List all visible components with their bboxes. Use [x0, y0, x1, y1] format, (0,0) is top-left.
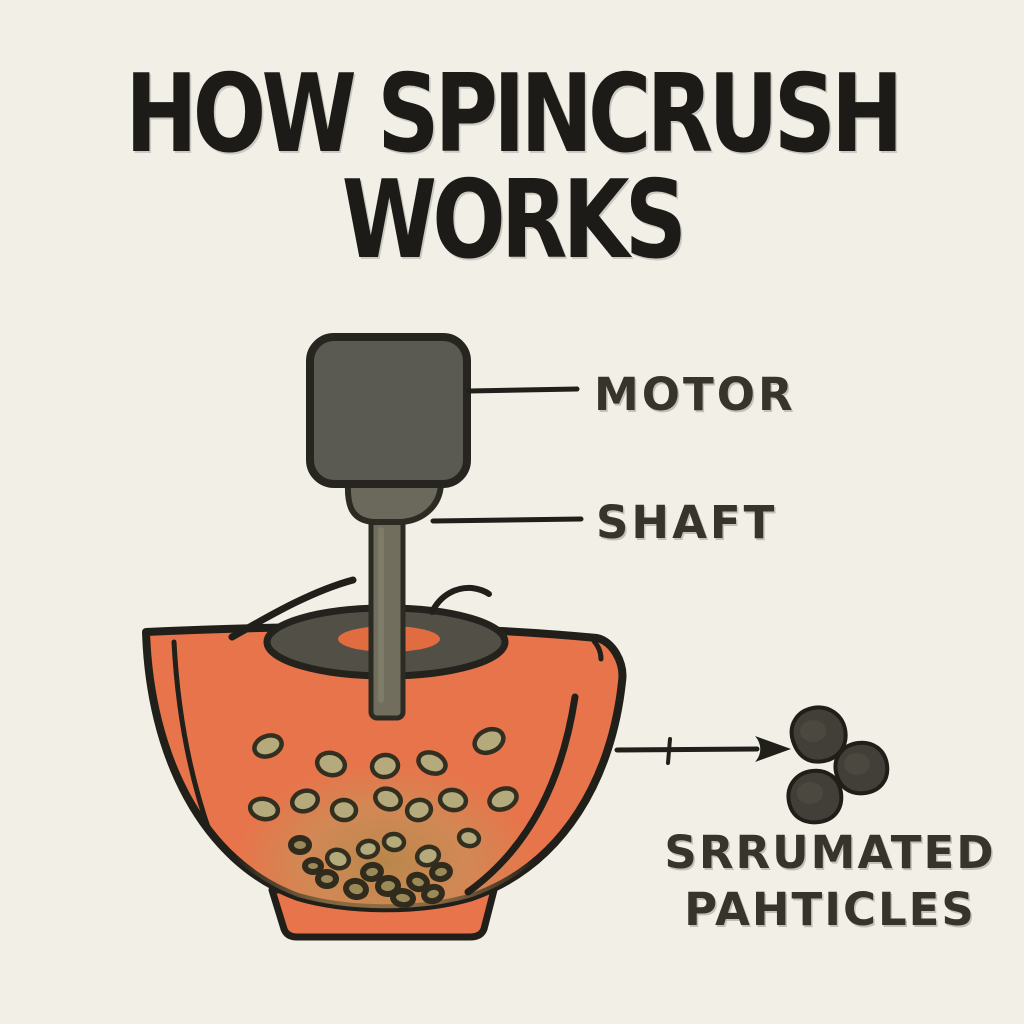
motor-collar	[344, 479, 444, 525]
page-title: HOW SPINCRUSH WORKS	[102, 52, 921, 283]
bowl-inner-rim-right	[464, 693, 579, 896]
spin-line-left	[228, 576, 357, 641]
crushed-particle-highlight	[844, 753, 870, 775]
output-label-line2: PAHTICLES	[684, 883, 976, 936]
output-label: SRRUMATED PAHTICLES	[650, 824, 1010, 938]
flow-arrow-tick	[666, 737, 672, 765]
shaft-label: SHAFT	[596, 496, 778, 549]
motor-leader-line	[466, 386, 580, 394]
crushed-particle	[789, 705, 848, 764]
crushed-particle	[833, 740, 890, 796]
bowl-rim-corner-tick	[591, 638, 604, 662]
seed-particle	[252, 733, 284, 759]
seed-particle	[288, 835, 312, 855]
seed-particle	[472, 726, 506, 756]
crushed-particle-highlight	[797, 782, 823, 804]
seed-particle	[355, 838, 381, 860]
page-title-line1: HOW SPINCRUSH	[125, 52, 903, 177]
flow-arrow-line	[614, 746, 760, 753]
shaft-leader-line	[430, 516, 584, 524]
seed-particle	[437, 787, 469, 813]
seed-particle	[373, 786, 403, 812]
seed-particle	[416, 750, 448, 776]
seed-particle	[381, 831, 407, 853]
seed-particle	[375, 874, 401, 898]
seed-particle	[406, 871, 430, 893]
seed-particle	[414, 844, 442, 868]
seed-particles	[247, 726, 519, 909]
crushed-particle	[786, 768, 844, 825]
seed-particle	[324, 847, 352, 871]
page-title-line2: WORKS	[341, 158, 687, 283]
seed-particle	[314, 750, 348, 778]
flow-arrow	[614, 736, 791, 765]
seed-particle	[421, 883, 445, 905]
output-label-line1: SRRUMATED	[664, 826, 996, 879]
shaft	[368, 501, 406, 721]
seed-particle	[247, 796, 281, 822]
seed-particle	[290, 788, 320, 814]
seed-particle	[343, 877, 369, 901]
seed-particle	[487, 786, 519, 812]
seed-particle	[360, 861, 384, 883]
seed-particle	[302, 857, 324, 875]
bowl-inner-rim-left	[171, 639, 213, 836]
seed-particle	[329, 797, 359, 823]
seed-particle	[404, 797, 434, 823]
seed-particle	[315, 869, 339, 889]
crushed-particles	[786, 705, 890, 825]
seed-particle	[429, 861, 453, 883]
seed-particle	[369, 752, 401, 780]
seed-particle	[456, 827, 482, 849]
flow-arrow-head	[755, 736, 791, 762]
motor-block	[306, 333, 471, 488]
seed-particle	[390, 887, 416, 909]
crushed-particle-highlight	[800, 720, 826, 742]
spin-line-right	[429, 584, 492, 615]
motor-label: MOTOR	[594, 368, 796, 421]
